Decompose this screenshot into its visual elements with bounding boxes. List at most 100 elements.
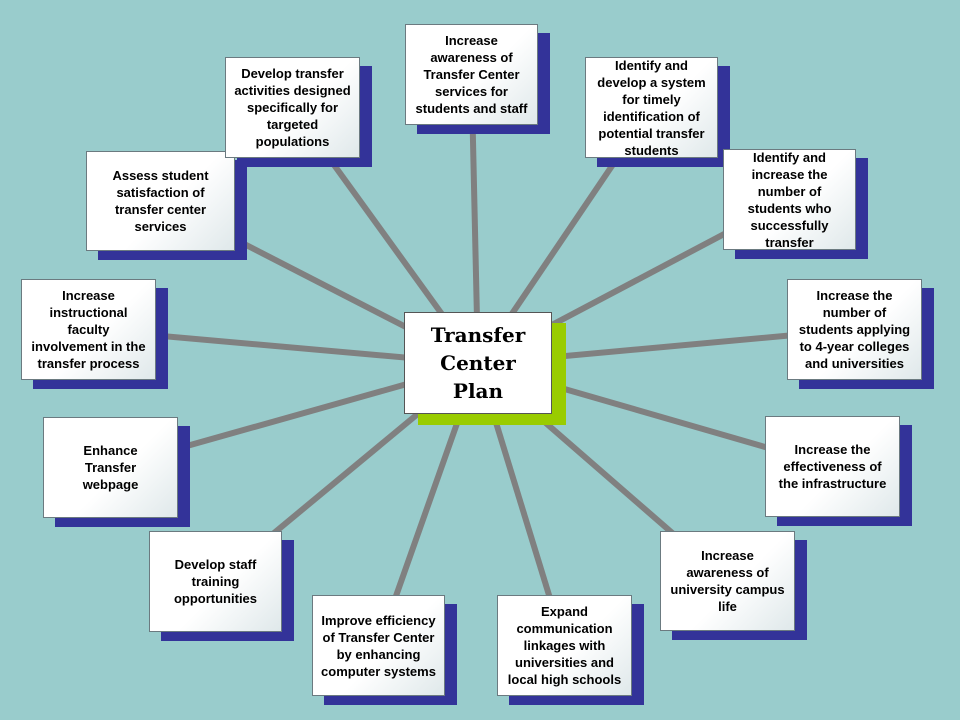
goal-label-line: develop a system — [597, 74, 706, 90]
goal-label-line: Increase — [701, 548, 754, 563]
goal-label-line: students who — [747, 200, 832, 216]
goal-label-line: webpage — [82, 477, 139, 492]
goal-label-line: of Transfer Center — [322, 629, 435, 645]
goal-label-line: the infrastructure — [778, 476, 887, 491]
goal-label-line: successfully — [750, 217, 829, 233]
goal-node-awareness-services: Increase awareness of Transfer Center servi… — [405, 24, 550, 134]
goal-node-faculty-involvement: Increase instructional faculty involvement … — [21, 279, 168, 389]
goal-label-line: Develop transfer — [241, 66, 344, 81]
goal-node-box: Increase awareness of Transfer Center servi… — [405, 24, 538, 125]
goal-label-line: to 4-year colleges — [799, 339, 910, 354]
goal-node-communication-linkages: Expand communication linkages with universi… — [497, 595, 644, 705]
goal-label-line: services for — [435, 84, 508, 99]
goal-label-line: services — [134, 219, 187, 234]
goal-label-line: students applying — [798, 322, 911, 337]
goal-label-line: university campus — [670, 582, 785, 597]
goal-node-box: Increase awareness of university campus lif… — [660, 531, 795, 631]
goal-label-line: Develop staff — [174, 557, 257, 572]
goal-label-line: Transfer — [84, 460, 137, 475]
center-node-transfer-center-plan: Transfer Center Plan — [404, 312, 566, 425]
goal-label: Increase the number of students applying to… — [799, 287, 910, 372]
goal-node-box: Expand communication linkages with universi… — [497, 595, 632, 696]
goal-label-line: increase the — [751, 166, 828, 182]
center-node-box: Transfer Center Plan — [404, 312, 552, 414]
goal-label-line: instructional — [49, 305, 128, 320]
goal-label-line: Assess student — [112, 168, 209, 183]
goal-label-line: universities and — [515, 655, 614, 670]
goal-label-line: potential transfer — [598, 125, 705, 141]
goal-label-line: populations — [255, 134, 330, 149]
goal-node-staff-training: Develop staff training opportunities — [149, 531, 294, 641]
goal-label: Increase instructional faculty involvement … — [31, 287, 145, 372]
center-node-label: Transfer Center Plan — [431, 321, 526, 405]
goal-label-line: communication — [516, 621, 613, 636]
goal-label-line: computer systems — [321, 663, 436, 679]
goal-label-line: Improve efficiency — [321, 612, 436, 628]
goal-label-line: students — [624, 142, 679, 158]
goal-label-line: Increase — [62, 288, 115, 303]
goal-label-line: and universities — [805, 356, 904, 371]
goal-label-line: life — [718, 599, 737, 614]
goal-label: Develop transfer activities designed speci… — [234, 65, 350, 150]
goal-label-line: local high schools — [507, 672, 622, 687]
goal-node-students-applying: Increase the number of students applying to… — [787, 279, 934, 389]
center-label-line: Plan — [452, 379, 504, 403]
goal-node-student-satisfaction: Assess student satisfaction of transfer ce… — [86, 151, 247, 260]
goal-node-box: Develop transfer activities designed speci… — [225, 57, 360, 158]
goal-label-line: students and staff — [415, 101, 528, 116]
goal-node-box: Increase instructional faculty involvement … — [21, 279, 156, 380]
goal-node-box: Assess student satisfaction of transfer ce… — [86, 151, 235, 251]
goal-node-box: Increase the number of students applying to… — [787, 279, 922, 380]
goal-label-line: satisfaction of — [116, 185, 205, 200]
center-label-line: Transfer — [430, 323, 526, 347]
goal-label-line: opportunities — [173, 591, 258, 606]
goal-label-line: Identify and — [753, 149, 826, 165]
goal-label: Expand communication linkages with universi… — [508, 603, 621, 688]
goal-label-line: activities designed — [234, 83, 351, 98]
goal-label-line: number of — [822, 305, 887, 320]
goal-label-line: for timely — [622, 91, 681, 107]
goal-label-line: transfer process — [37, 356, 140, 371]
goal-label: Develop staff training opportunities — [174, 556, 257, 607]
goal-label-line: awareness of — [430, 50, 513, 65]
goal-label-line: Enhance — [83, 443, 138, 458]
goal-label-line: involvement in the — [31, 339, 146, 354]
goal-node-box: Develop staff training opportunities — [149, 531, 282, 632]
goal-label-line: number of — [757, 183, 822, 199]
goal-label: Assess student satisfaction of transfer ce… — [112, 167, 208, 235]
goal-label-line: training — [191, 574, 240, 589]
goal-label: Increase awareness of university campus lif… — [670, 547, 784, 615]
goal-node-targeted-populations: Develop transfer activities designed speci… — [225, 57, 372, 167]
goal-label-line: Transfer Center — [423, 67, 520, 82]
goal-node-infrastructure: Increase the effectiveness of the infrastr… — [765, 416, 912, 526]
goal-label: Increase the effectiveness of the infrastr… — [779, 441, 887, 492]
goal-label-line: Identify and — [615, 57, 688, 73]
goal-label-line: Expand — [541, 604, 588, 619]
goal-label-line: identification of — [603, 108, 700, 124]
goal-label: Increase awareness of Transfer Center servi… — [416, 32, 528, 117]
goal-node-campus-life: Increase awareness of university campus lif… — [660, 531, 807, 640]
goal-label-line: transfer — [765, 234, 814, 250]
goal-label-line: awareness of — [686, 565, 769, 580]
goal-label-line: Increase the — [816, 288, 893, 303]
goal-label-line: Increase — [445, 33, 498, 48]
goal-label-line: linkages with — [523, 638, 606, 653]
goal-node-box: Increase the effectiveness of the infrastr… — [765, 416, 900, 517]
goal-label-line: specifically for — [246, 100, 339, 115]
goal-label-line: by enhancing — [336, 646, 421, 662]
goal-label-line: faculty — [67, 322, 110, 337]
goal-label-line: Increase the — [794, 442, 871, 457]
goal-label-line: effectiveness of — [783, 459, 882, 474]
goal-label-line: transfer center — [114, 202, 207, 217]
